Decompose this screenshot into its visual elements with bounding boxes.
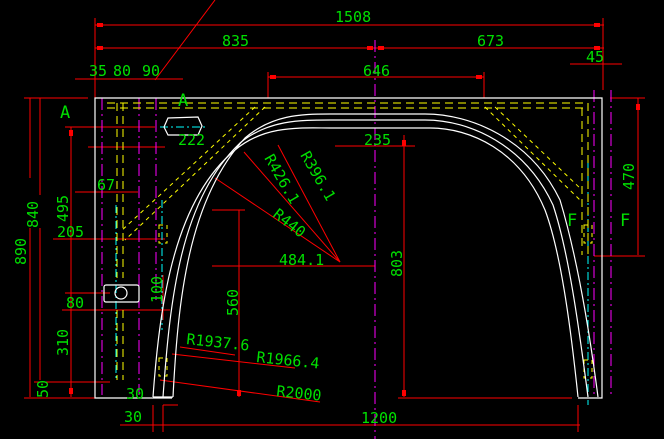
hidden-lines xyxy=(107,102,593,380)
arch-outer xyxy=(172,113,599,398)
slot-top xyxy=(163,116,203,136)
dim-top-span: 646 xyxy=(363,62,390,80)
dim-470: 470 xyxy=(620,163,638,190)
dim-overall-width: 1508 xyxy=(335,8,371,26)
radius-1937: R1937.6 xyxy=(186,330,251,355)
dim-840: 840 xyxy=(24,201,42,228)
dim-right-width: 673 xyxy=(477,32,504,50)
dim-803: 803 xyxy=(388,250,406,277)
dimension-texts: 1508 835 673 646 35 80 90 45 235 222 67 … xyxy=(12,8,638,427)
dim-235: 235 xyxy=(364,131,391,149)
section-label-a-left: A xyxy=(60,103,70,123)
centerlines xyxy=(101,40,612,439)
dim-484: 484.1 xyxy=(279,251,324,269)
dim-80-top: 80 xyxy=(113,62,131,80)
dim-100: 100 xyxy=(148,276,166,303)
dim-495: 495 xyxy=(54,195,72,222)
dim-1200: 1200 xyxy=(361,409,397,427)
dim-67: 67 xyxy=(97,176,115,194)
arch-middle xyxy=(162,119,589,398)
dim-310: 310 xyxy=(54,329,72,356)
dim-80-slot: 80 xyxy=(66,294,84,312)
dim-222: 222 xyxy=(178,131,205,149)
radius-1966: R1966.4 xyxy=(256,348,321,373)
dim-35: 35 xyxy=(89,62,107,80)
section-label-f-left: F xyxy=(567,211,577,231)
outlines xyxy=(94,97,603,399)
arch-inner xyxy=(152,127,579,398)
dim-30-b: 30 xyxy=(124,408,142,426)
section-label-a-right: A xyxy=(178,91,188,111)
radius-440: R440 xyxy=(270,205,310,241)
dim-205: 205 xyxy=(57,223,84,241)
dim-45: 45 xyxy=(586,48,604,66)
dimension-lines xyxy=(24,0,645,432)
dim-left-width: 835 xyxy=(222,32,249,50)
dim-890: 890 xyxy=(12,238,30,265)
dim-30-a: 30 xyxy=(126,385,144,403)
dim-90: 90 xyxy=(142,62,160,80)
dim-50: 50 xyxy=(34,380,52,398)
slot-mid xyxy=(103,284,140,303)
section-label-f-right: F xyxy=(620,211,630,231)
radius-2000: R2000 xyxy=(276,382,323,405)
dim-560: 560 xyxy=(224,289,242,316)
